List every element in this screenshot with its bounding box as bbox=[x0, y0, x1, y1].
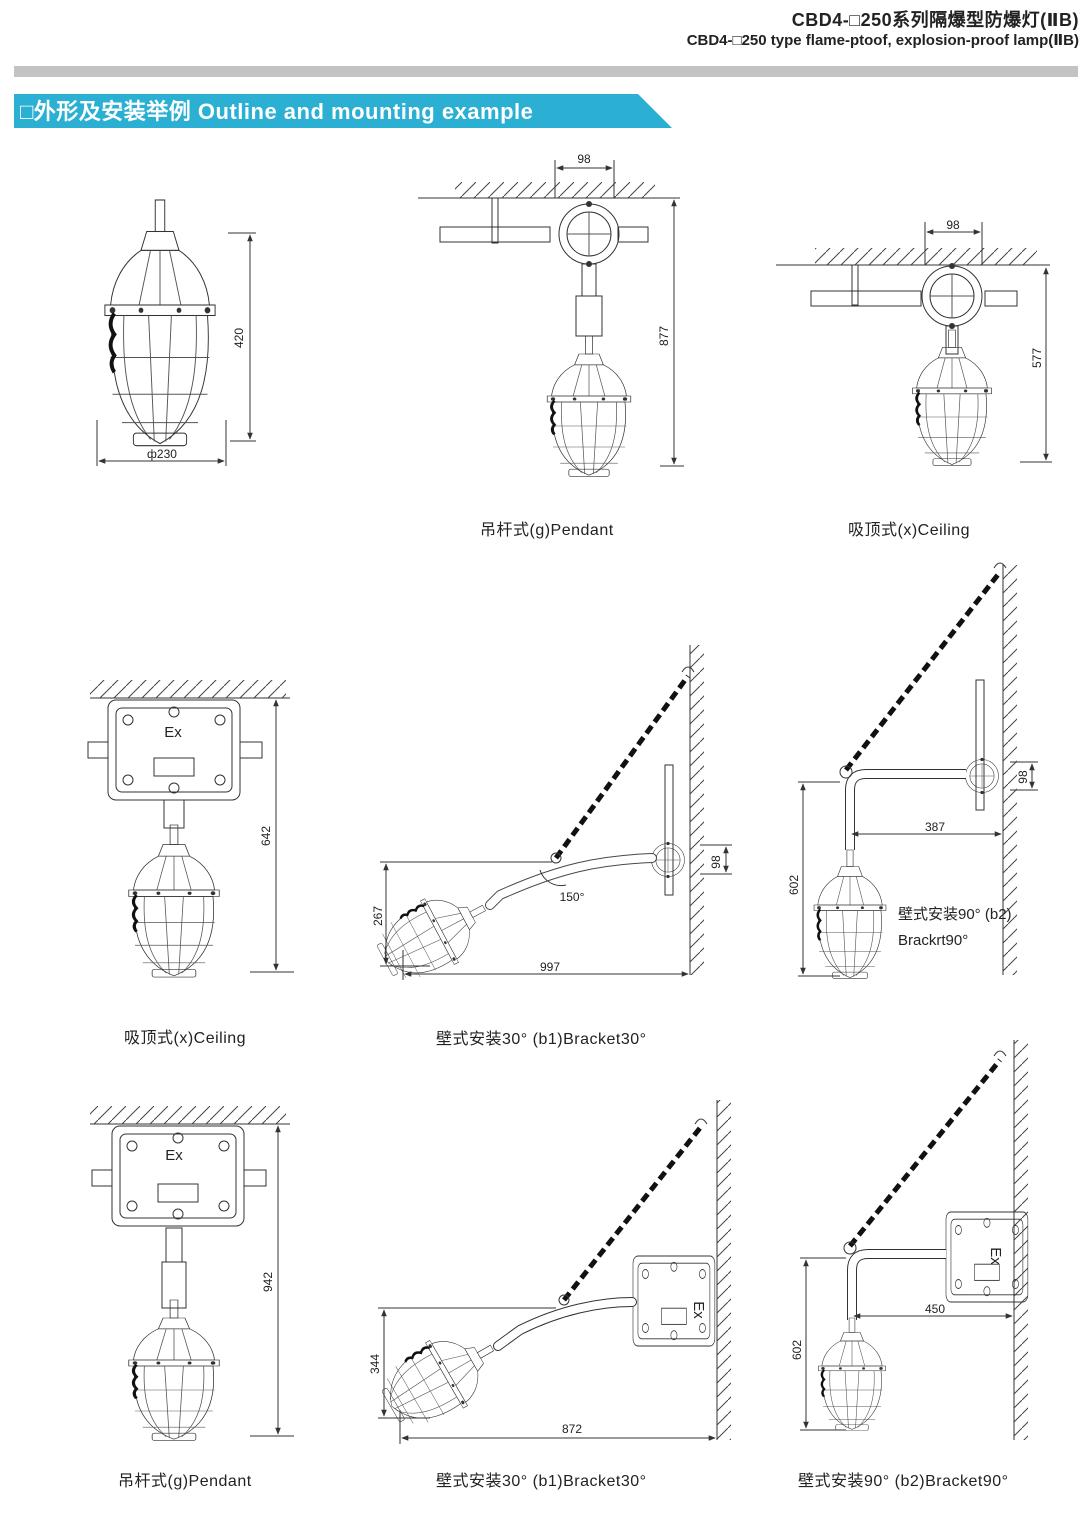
section-banner bbox=[14, 94, 672, 128]
bracket30b-drop-dim: 344 bbox=[368, 1354, 382, 1374]
bracket30a-drop-dim: 267 bbox=[371, 906, 385, 926]
pendant-box-caption: 吊杆式(g)Pendant bbox=[118, 1473, 252, 1490]
bracket30a-caption: 壁式安装30° (b1)Bracket30° bbox=[436, 1031, 647, 1048]
ceiling-box-figure bbox=[87, 680, 294, 979]
bracket90a-box-dim: 98 bbox=[1016, 770, 1030, 784]
bracket30b-reach-dim: 872 bbox=[562, 1422, 582, 1436]
bracket30a-box-dim: 98 bbox=[709, 855, 723, 869]
ceiling-top-height-dim: 577 bbox=[1030, 348, 1044, 368]
bracket30b-ex-label: Ex bbox=[690, 1301, 707, 1319]
bracket90a-label-cn: 壁式安装90° (b2) bbox=[898, 906, 1012, 923]
pendant-top-figure bbox=[418, 160, 684, 478]
ceiling-box-height-dim: 642 bbox=[259, 826, 273, 846]
ceiling-top-caption: 吸顶式(x)Ceiling bbox=[848, 522, 971, 539]
bracket90a-reach-dim: 387 bbox=[925, 820, 945, 834]
header-title-cn: CBD4-□250系列隔爆型防爆灯(ⅡB) bbox=[791, 10, 1079, 30]
pendant-top-height-dim: 877 bbox=[657, 326, 671, 346]
ceiling-box-caption: 吸顶式(x)Ceiling bbox=[124, 1030, 247, 1047]
bracket90a-label-en: Brackrt90° bbox=[898, 932, 968, 949]
bracket90b-height-dim: 602 bbox=[790, 1340, 804, 1360]
outline-diameter-dim: ф230 bbox=[147, 447, 177, 461]
ceiling-box-ex-label: Ex bbox=[164, 724, 182, 741]
pendant-box-height-dim: 942 bbox=[261, 1272, 275, 1292]
bracket30a-reach-dim: 997 bbox=[540, 960, 560, 974]
header-title-en: CBD4-□250 type flame-ptoof, explosion-pr… bbox=[686, 32, 1079, 49]
bracket30b-caption: 壁式安装30° (b1)Bracket30° bbox=[436, 1473, 647, 1490]
bracket90b-figure bbox=[800, 1040, 1029, 1440]
pendant-box-figure bbox=[90, 1106, 294, 1442]
bracket90b-caption: 壁式安装90° (b2)Bracket90° bbox=[798, 1473, 1009, 1490]
bracket30b-figure bbox=[370, 1100, 731, 1444]
pendant-top-width-dim: 98 bbox=[577, 152, 591, 166]
bracket30a-figure bbox=[366, 645, 732, 994]
pendant-box-ex-label: Ex bbox=[165, 1147, 183, 1164]
bracket90a-height-dim: 602 bbox=[787, 875, 801, 895]
header-divider bbox=[14, 66, 1078, 77]
bracket90a-figure bbox=[798, 562, 1038, 980]
pendant-top-caption: 吊杆式(g)Pendant bbox=[480, 522, 614, 539]
outline-height-dim: 420 bbox=[232, 328, 246, 348]
ceiling-top-width-dim: 98 bbox=[946, 218, 960, 232]
section-title: □外形及安装举例 Outline and mounting example bbox=[20, 99, 534, 124]
bracket30a-angle-dim: 150° bbox=[560, 890, 585, 904]
ceiling-top-figure bbox=[776, 222, 1052, 468]
bracket90b-reach-dim: 450 bbox=[925, 1302, 945, 1316]
outline-figure bbox=[96, 200, 256, 466]
bracket90b-ex-label: Ex bbox=[987, 1247, 1004, 1265]
